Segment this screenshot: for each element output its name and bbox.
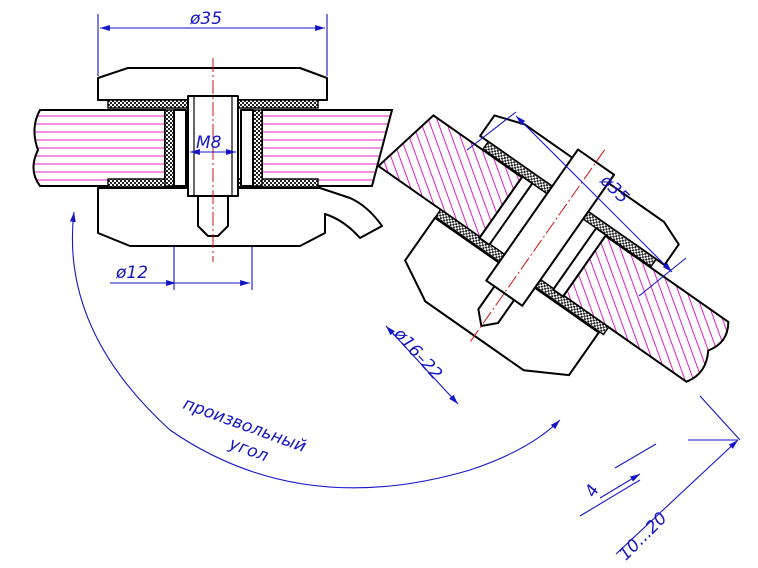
dim-glass-thickness: 10...20	[615, 395, 741, 565]
sleeve-gasket-right	[252, 109, 263, 187]
dim-thread: M8	[190, 133, 236, 155]
horizontal-glass-panel-right	[261, 109, 394, 187]
right-sleeve	[240, 109, 254, 187]
dim-glass-range: ø16–22	[385, 324, 459, 405]
tilted-glass-lower	[562, 234, 730, 383]
dim-bolt-diameter-label: ø12	[115, 263, 148, 283]
horizontal-glass-panel	[32, 109, 166, 187]
dim-glass-range-label: ø16–22	[389, 324, 446, 384]
dim-bolt-diameter: ø12	[110, 246, 253, 290]
sleeve-gasket-left	[164, 109, 175, 187]
horizontal-fitting	[32, 58, 394, 262]
dim-top-cap-diameter-label: ø35	[189, 9, 222, 29]
dim-glass-thickness-label: 10...20	[615, 509, 671, 565]
dim-gap: 4	[579, 443, 657, 517]
bottom-body	[97, 187, 383, 247]
left-sleeve	[173, 109, 187, 187]
dim-top-cap-diameter: ø35	[97, 9, 328, 76]
dim-thread-label: M8	[196, 133, 222, 153]
